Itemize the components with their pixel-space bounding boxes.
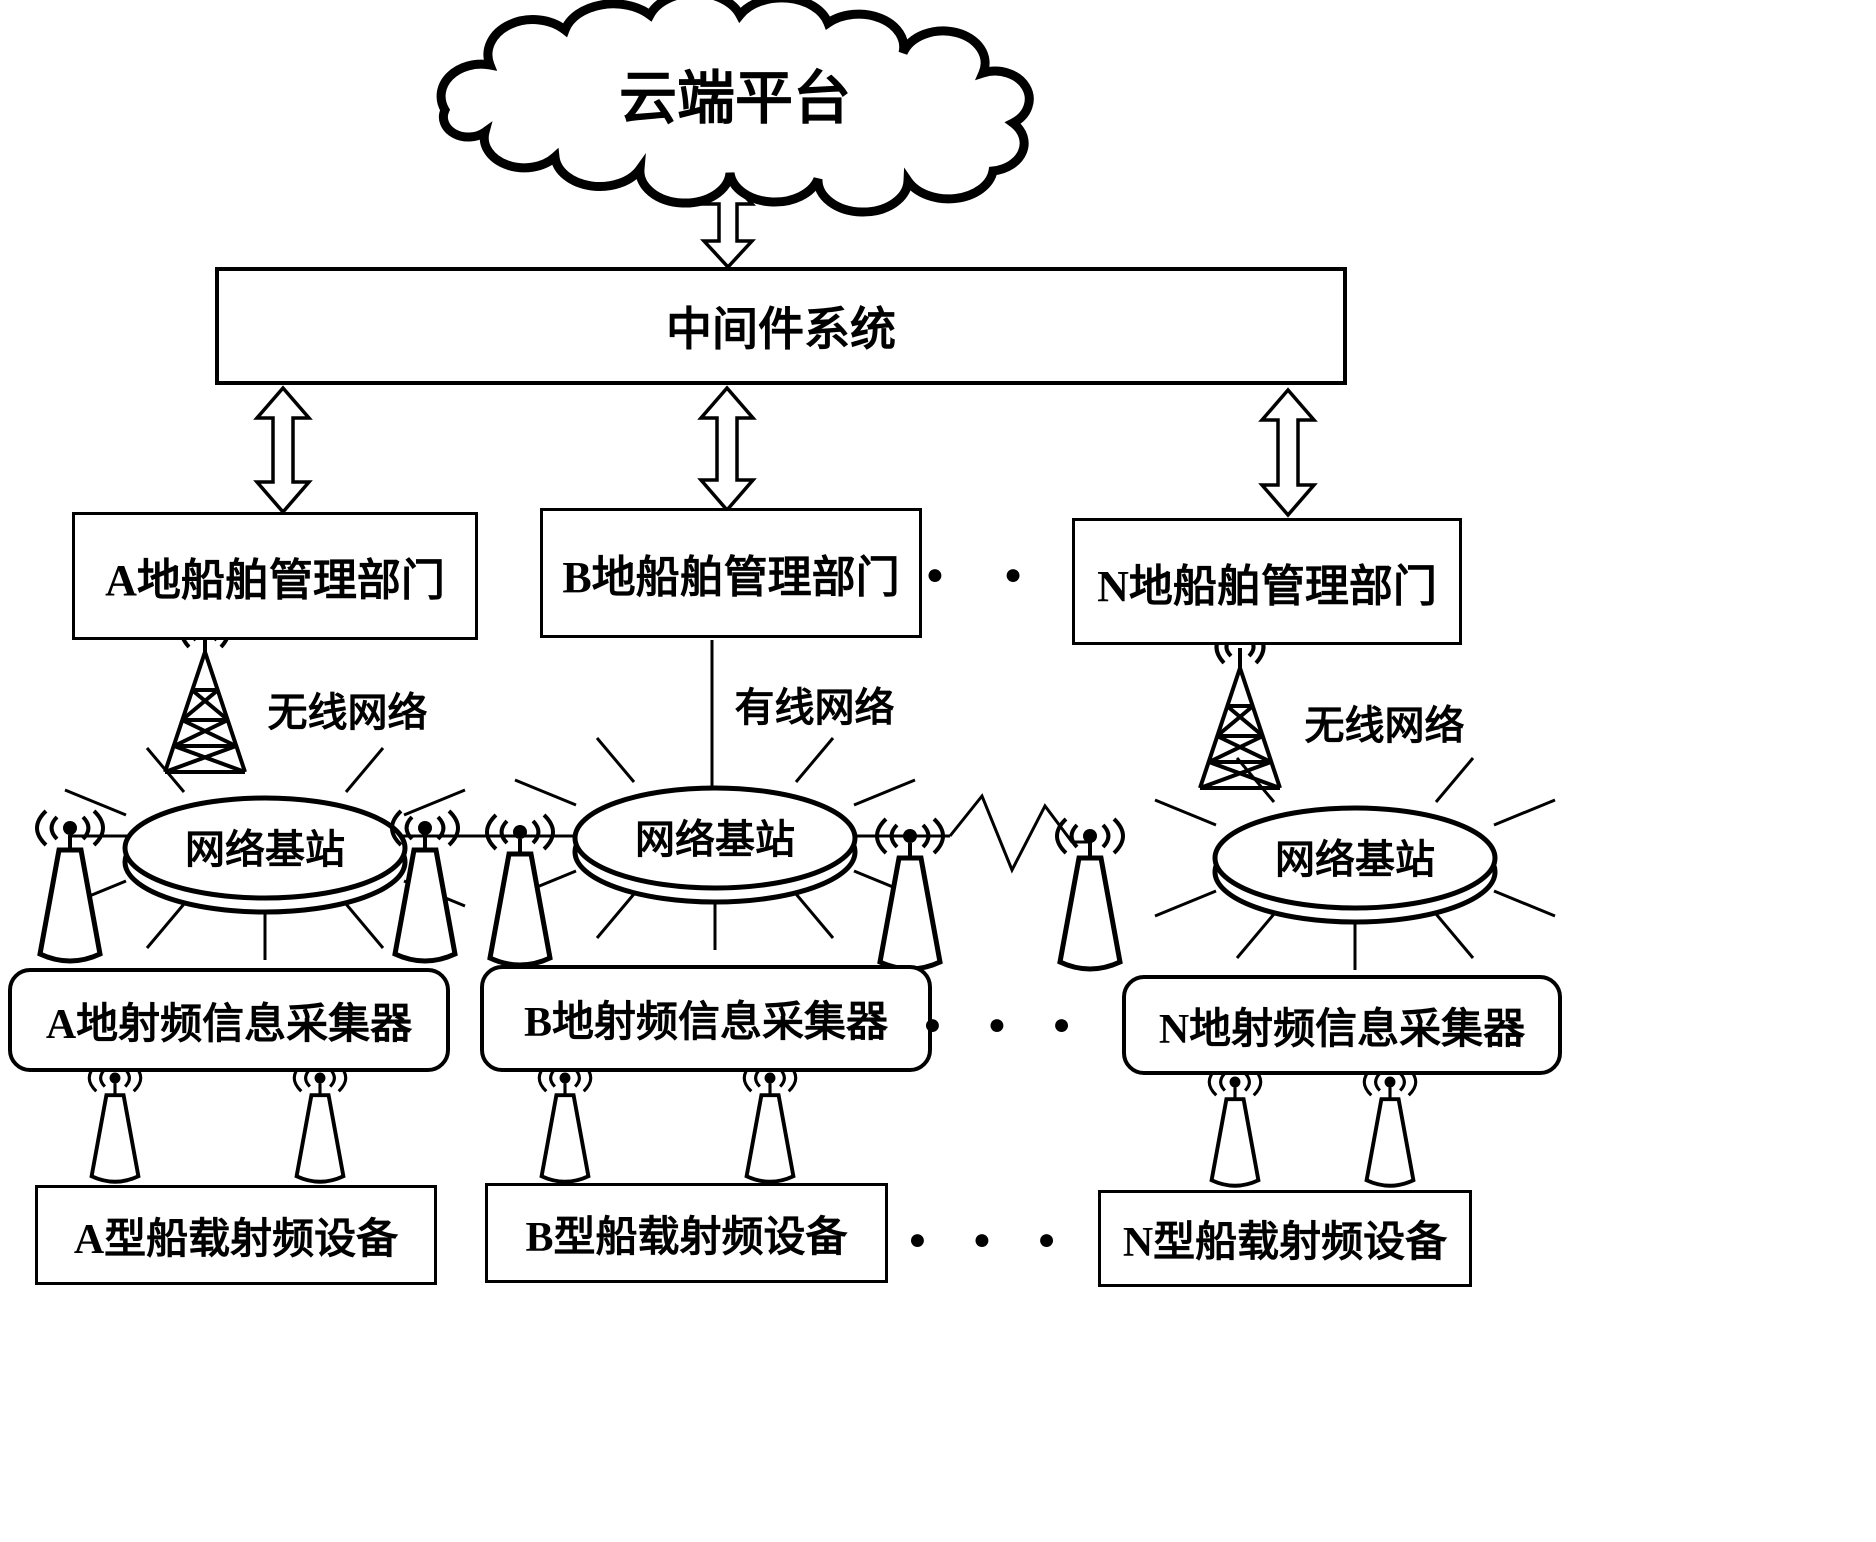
device-n-label: N型船载射频设备 [1122,1220,1448,1266]
rf-antenna-small-icon [742,1062,798,1184]
base-station-label-a: 网络基站 [185,826,345,872]
device-b-label: B型船载射频设备 [525,1214,848,1261]
dept-a-label: A地船舶管理部门 [105,556,445,605]
device-a-label: A型船载射频设备 [73,1216,399,1263]
double-arrow-middleware-dept-b [697,385,757,513]
collector-b-label: B地射频信息采集器 [523,1000,888,1046]
collector-n-label: N地射频信息采集器 [1158,1006,1526,1053]
rf-antenna-small-icon [1207,1066,1263,1188]
dept-n-box: N地船舶管理部门 [1072,518,1462,645]
dept-b-label: B地船舶管理部门 [562,553,900,602]
cloud-platform-label: 云端平台 [618,65,851,131]
rf-antenna-small-icon [1362,1066,1418,1188]
dept-n-label: N地船舶管理部门 [1097,561,1437,611]
rf-antenna-small-icon [537,1062,593,1184]
device-a-box: A型船载射频设备 [35,1185,437,1285]
wired-network-label-b: 有线网络 [734,685,895,730]
middleware-box: 中间件系统 [215,267,1347,385]
ellipsis-devices: ● ● ● [908,1223,1062,1256]
radio-tower-icon-n [1198,629,1282,790]
double-arrow-middleware-dept-n [1258,387,1318,518]
collector-a-box: A地射频信息采集器 [8,968,450,1072]
rf-antenna-icon [37,811,103,961]
device-b-box: B型船载射频设备 [485,1183,888,1283]
base-station-label-b: 网络基站 [635,816,795,862]
collector-b-box: B地射频信息采集器 [480,965,932,1072]
rf-antenna-icon [1057,819,1123,969]
ellipsis-departments: ● ● [925,558,1029,591]
wireless-network-label-a: 无线网络 [267,690,428,735]
middleware-label: 中间件系统 [666,304,896,355]
collector-n-box: N地射频信息采集器 [1122,975,1562,1075]
collector-a-label: A地射频信息采集器 [45,1001,413,1048]
double-arrow-middleware-dept-a [253,385,313,515]
wireless-network-label-n: 无线网络 [1304,703,1465,748]
device-n-box: N型船载射频设备 [1098,1190,1472,1287]
dept-b-box: B地船舶管理部门 [540,508,922,638]
base-station-label-n: 网络基站 [1275,836,1435,882]
rf-antenna-small-icon [87,1062,143,1184]
ellipsis-collectors: ● ● ● [923,1008,1077,1041]
rf-antenna-icon [877,819,943,969]
dept-a-box: A地船舶管理部门 [72,512,478,640]
rf-antenna-small-icon [292,1062,348,1184]
cloud-shape [436,0,1034,217]
